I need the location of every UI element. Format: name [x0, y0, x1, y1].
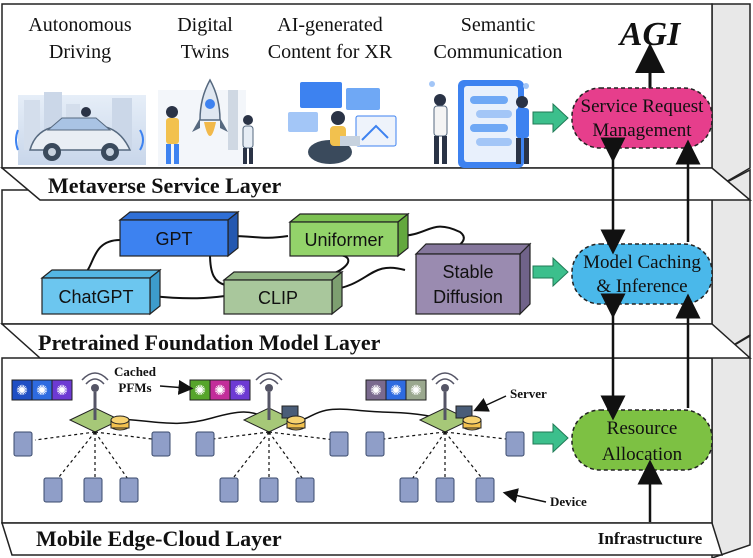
- device-arrow: [502, 488, 547, 503]
- device-icon: [295, 477, 315, 503]
- device-icon: [435, 477, 455, 503]
- service-label-aigc-2: Content for XR: [268, 41, 393, 63]
- svg-text:✺: ✺: [370, 384, 382, 399]
- service-label-digital-1: Digital: [177, 14, 233, 36]
- device-icon: [195, 431, 215, 457]
- device-icon: [329, 431, 349, 457]
- svg-text:✺: ✺: [390, 384, 402, 399]
- svg-text:✺: ✺: [16, 384, 28, 399]
- cached-pfm-strip-left: ✺ ✺ ✺: [11, 379, 73, 401]
- xr-content-illustration: [288, 82, 397, 164]
- service-label-autonomous-1: Autonomous: [28, 14, 132, 36]
- devices: [13, 431, 525, 503]
- autonomous-driving-illustration: [15, 92, 146, 165]
- device-icon: [43, 477, 63, 503]
- model-caching-box: Model Caching & Inference: [571, 243, 713, 305]
- svg-text:✺: ✺: [194, 384, 206, 399]
- digital-twins-illustration: [158, 78, 254, 166]
- service-request-box: Service Request Management: [571, 87, 713, 149]
- infrastructure-label: Infrastructure: [598, 529, 703, 548]
- device-icon: [13, 431, 33, 457]
- device-icon: [475, 477, 495, 503]
- service-label-digital-2: Twins: [181, 41, 230, 63]
- base-station-left: [68, 372, 130, 433]
- model-caching-line2: & Inference: [596, 276, 687, 297]
- device-icon: [399, 477, 419, 503]
- model-clip-label: CLIP: [258, 288, 298, 308]
- device-icon: [505, 431, 525, 457]
- model-gpt-label: GPT: [155, 229, 192, 249]
- cached-pfms-arrow: [159, 379, 194, 395]
- svg-text:✺: ✺: [234, 384, 246, 399]
- resource-allocation-box: Resource Allocation: [571, 409, 713, 471]
- device-icon: [119, 477, 139, 503]
- model-chatgpt: ChatGPT: [40, 268, 162, 316]
- service-labels: Autonomous Driving Digital Twins AI-gene…: [28, 14, 562, 63]
- model-stable-diffusion: Stable Diffusion: [414, 242, 532, 316]
- resource-allocation-line2: Allocation: [602, 444, 683, 465]
- device-icon: [83, 477, 103, 503]
- agi-label: AGI: [618, 16, 682, 53]
- svg-text:✺: ✺: [36, 384, 48, 399]
- resource-allocation-line1: Resource: [607, 418, 678, 439]
- model-uniformer: Uniformer: [288, 212, 410, 258]
- model-gpt: GPT: [118, 210, 240, 258]
- semantic-communication-illustration: [429, 80, 529, 168]
- model-chatgpt-label: ChatGPT: [58, 287, 133, 307]
- base-station-right: [418, 372, 482, 433]
- model-stable-line1: Stable: [442, 262, 493, 282]
- device-icon: [365, 431, 385, 457]
- model-stable-line2: Diffusion: [433, 287, 503, 307]
- model-caching-line1: Model Caching: [583, 252, 701, 273]
- service-label-semantic-1: Semantic: [461, 14, 536, 36]
- service-label-autonomous-2: Driving: [49, 41, 111, 63]
- service-request-line1: Service Request: [581, 96, 705, 117]
- service-label-semantic-2: Communication: [434, 41, 563, 63]
- server-arrow: [473, 395, 507, 412]
- cached-pfm-strip-middle: ✺ ✺ ✺: [189, 379, 251, 401]
- device-icon: [259, 477, 279, 503]
- cached-pfms-label-1: Cached: [114, 364, 157, 379]
- svg-text:✺: ✺: [56, 384, 68, 399]
- device-icon: [151, 431, 171, 457]
- cached-pfm-strip-right: ✺ ✺ ✺: [365, 379, 427, 401]
- base-station-middle: [242, 372, 306, 433]
- model-clip: CLIP: [222, 270, 344, 316]
- server-label: Server: [510, 386, 547, 401]
- edge-layer-title: Mobile Edge-Cloud Layer: [36, 526, 282, 551]
- service-layer-title: Metaverse Service Layer: [48, 173, 282, 198]
- device-label: Device: [550, 494, 587, 509]
- model-layer-title: Pretrained Foundation Model Layer: [38, 330, 381, 355]
- service-label-aigc-1: AI-generated: [277, 14, 383, 36]
- svg-text:✺: ✺: [214, 384, 226, 399]
- flow-arrows: [600, 137, 701, 522]
- svg-text:✺: ✺: [410, 384, 422, 399]
- model-uniformer-label: Uniformer: [304, 230, 383, 250]
- cached-pfms-label-2: PFMs: [118, 380, 151, 395]
- device-icon: [219, 477, 239, 503]
- device-links: [34, 431, 516, 483]
- service-request-line2: Management: [592, 120, 692, 141]
- green-arrows: [532, 102, 569, 454]
